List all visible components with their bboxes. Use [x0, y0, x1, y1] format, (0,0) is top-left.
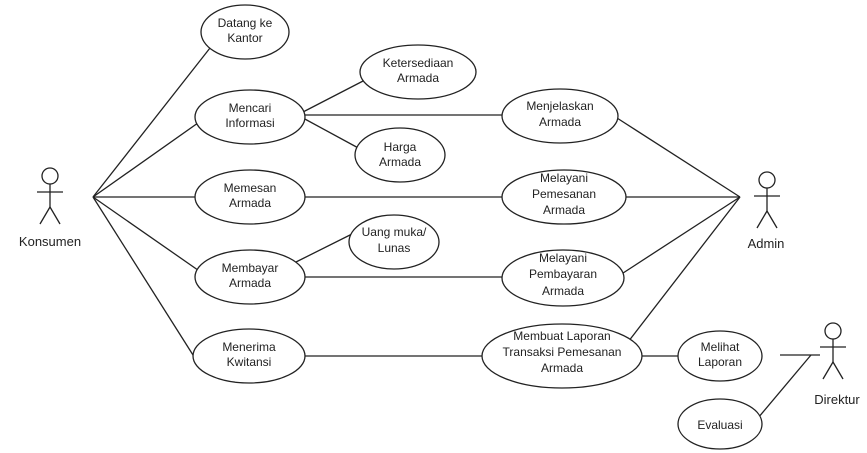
- actor-konsumen: Konsumen: [19, 167, 81, 249]
- svg-text:Armada: Armada: [542, 284, 584, 298]
- svg-text:Pembayaran: Pembayaran: [529, 267, 597, 281]
- svg-text:Laporan: Laporan: [698, 355, 742, 369]
- svg-text:Armada: Armada: [543, 203, 585, 217]
- actor-label-konsumen: Konsumen: [19, 234, 81, 249]
- usecase-evaluasi: Evaluasi: [677, 398, 763, 450]
- assoc-mencari-harga: [302, 117, 363, 151]
- svg-text:Melihat: Melihat: [701, 340, 740, 354]
- assoc-admin-menjelaskan: [616, 117, 741, 198]
- usecase-membayar-armada: Membayar Armada: [194, 249, 306, 305]
- usecase-harga-armada: Harga Armada: [354, 127, 446, 183]
- svg-text:Membuat Laporan: Membuat Laporan: [513, 329, 610, 343]
- usecase-melayani-pemesanan-armada: Melayani Pemesanan Armada: [501, 169, 627, 225]
- actor-head: [41, 167, 59, 185]
- svg-text:Evaluasi: Evaluasi: [697, 418, 742, 432]
- usecase-datang-ke-kantor: Datang ke Kantor: [200, 4, 290, 60]
- usecase-menjelaskan-armada: Menjelaskan Armada: [501, 88, 619, 144]
- actor-direktur: Direktur: [814, 322, 860, 407]
- svg-text:Melayani: Melayani: [539, 251, 587, 265]
- assoc-direktur-evaluasi: [757, 354, 812, 419]
- svg-text:Datang ke: Datang ke: [218, 16, 273, 30]
- assoc-konsumen-membayar: [92, 196, 206, 276]
- svg-text:Lunas: Lunas: [378, 241, 411, 255]
- svg-text:Menjelaskan: Menjelaskan: [526, 99, 593, 113]
- svg-text:Kwitansi: Kwitansi: [227, 355, 272, 369]
- usecase-uang-muka-lunas: Uang muka/ Lunas: [348, 214, 440, 270]
- svg-text:Transaksi Pemesanan: Transaksi Pemesanan: [503, 345, 622, 359]
- usecase-menerima-kwitansi: Menerima Kwitansi: [192, 328, 306, 384]
- actor-admin: Admin: [748, 171, 785, 251]
- usecase-ketersediaan-armada: Ketersediaan Armada: [359, 44, 477, 100]
- assoc-admin-melayani-pembayaran: [619, 196, 741, 276]
- usecase-mencari-informasi: Mencari Informasi: [194, 89, 306, 145]
- svg-text:Armada: Armada: [541, 361, 583, 375]
- svg-text:Kantor: Kantor: [227, 31, 262, 45]
- actor-label-direktur: Direktur: [814, 392, 860, 407]
- svg-text:Armada: Armada: [229, 276, 271, 290]
- svg-text:Uang muka/: Uang muka/: [362, 225, 427, 239]
- actor-label-admin: Admin: [748, 236, 785, 251]
- svg-text:Mencari: Mencari: [229, 101, 272, 115]
- svg-text:Armada: Armada: [539, 115, 581, 129]
- svg-text:Informasi: Informasi: [225, 116, 274, 130]
- assoc-konsumen-datang: [92, 47, 211, 198]
- svg-text:Memesan: Memesan: [224, 181, 277, 195]
- assoc-konsumen-mencari: [92, 117, 206, 198]
- usecase-memesan-armada: Memesan Armada: [194, 169, 306, 225]
- svg-text:Harga: Harga: [384, 140, 417, 154]
- assoc-mencari-ketersediaan: [302, 79, 366, 113]
- assoc-admin-membuat-laporan: [627, 196, 741, 343]
- svg-text:Membayar: Membayar: [222, 261, 279, 275]
- svg-text:Ketersediaan: Ketersediaan: [383, 56, 454, 70]
- usecase-membuat-laporan-transaksi: Membuat Laporan Transaksi Pemesanan Arma…: [481, 323, 643, 389]
- svg-text:Menerima: Menerima: [222, 340, 276, 354]
- svg-text:Pemesanan: Pemesanan: [532, 187, 596, 201]
- usecase-melihat-laporan: Melihat Laporan: [677, 330, 763, 382]
- actor-head: [758, 171, 776, 189]
- usecase-melayani-pembayaran-armada: Melayani Pembayaran Armada: [501, 249, 625, 307]
- actor-head: [824, 322, 842, 340]
- svg-text:Armada: Armada: [229, 196, 271, 210]
- svg-text:Armada: Armada: [397, 71, 439, 85]
- svg-text:Armada: Armada: [379, 155, 421, 169]
- associations: [92, 47, 820, 419]
- assoc-konsumen-menerima: [92, 196, 194, 356]
- assoc-membayar-uangmuka: [295, 231, 357, 263]
- svg-text:Melayani: Melayani: [540, 171, 588, 185]
